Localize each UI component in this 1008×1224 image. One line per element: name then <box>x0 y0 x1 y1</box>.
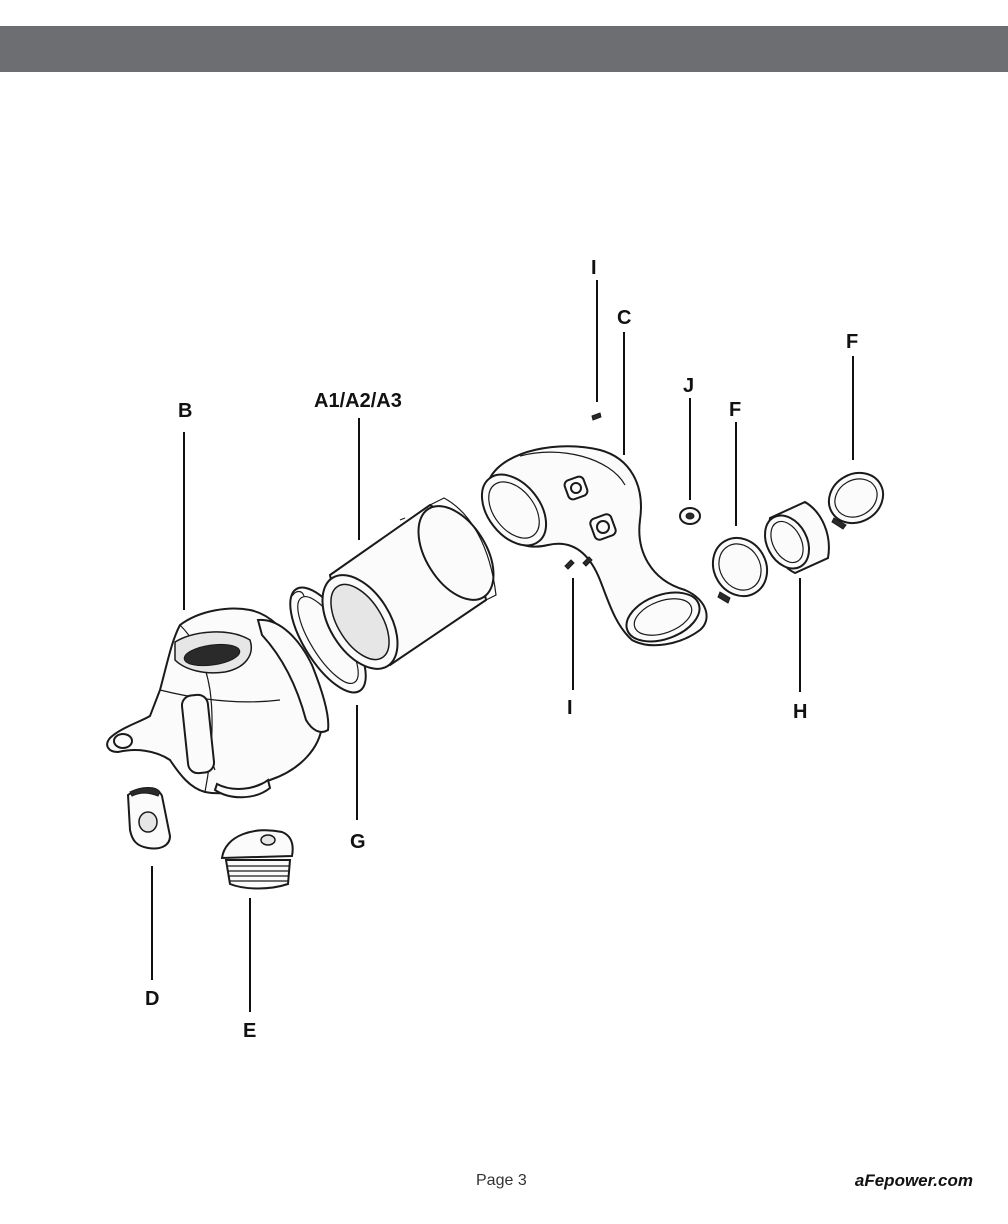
callout-a: A1/A2/A3 <box>314 390 402 412</box>
part-e-plug <box>220 829 294 890</box>
callout-g: G <box>350 831 366 853</box>
part-i-screw-top <box>591 412 602 421</box>
callout-f-right: F <box>846 331 858 353</box>
callout-e: E <box>243 1020 256 1042</box>
callout-h: H <box>793 701 807 723</box>
callout-f-middle: F <box>729 399 741 421</box>
part-f-clamp-right <box>827 471 885 530</box>
callout-i-bottom: I <box>567 697 573 719</box>
callout-b: B <box>178 400 192 422</box>
header-bar <box>0 26 1008 72</box>
part-h-coupler <box>763 500 830 575</box>
part-f-clamp-middle <box>711 536 769 604</box>
part-b-airbox <box>106 607 330 799</box>
website-link[interactable]: aFepower.com <box>854 1171 973 1190</box>
part-c-intake-tube <box>480 445 708 647</box>
part-a-filter <box>321 497 497 670</box>
callout-c: C <box>617 307 631 329</box>
callout-j: J <box>683 375 694 397</box>
part-j-grommet <box>679 507 701 525</box>
part-d-cover-plate <box>126 787 172 850</box>
page-number: Page 3 <box>476 1172 527 1189</box>
callout-i-top: I <box>591 257 597 279</box>
part-i-screws-bottom <box>564 556 593 570</box>
callout-d: D <box>145 988 159 1010</box>
